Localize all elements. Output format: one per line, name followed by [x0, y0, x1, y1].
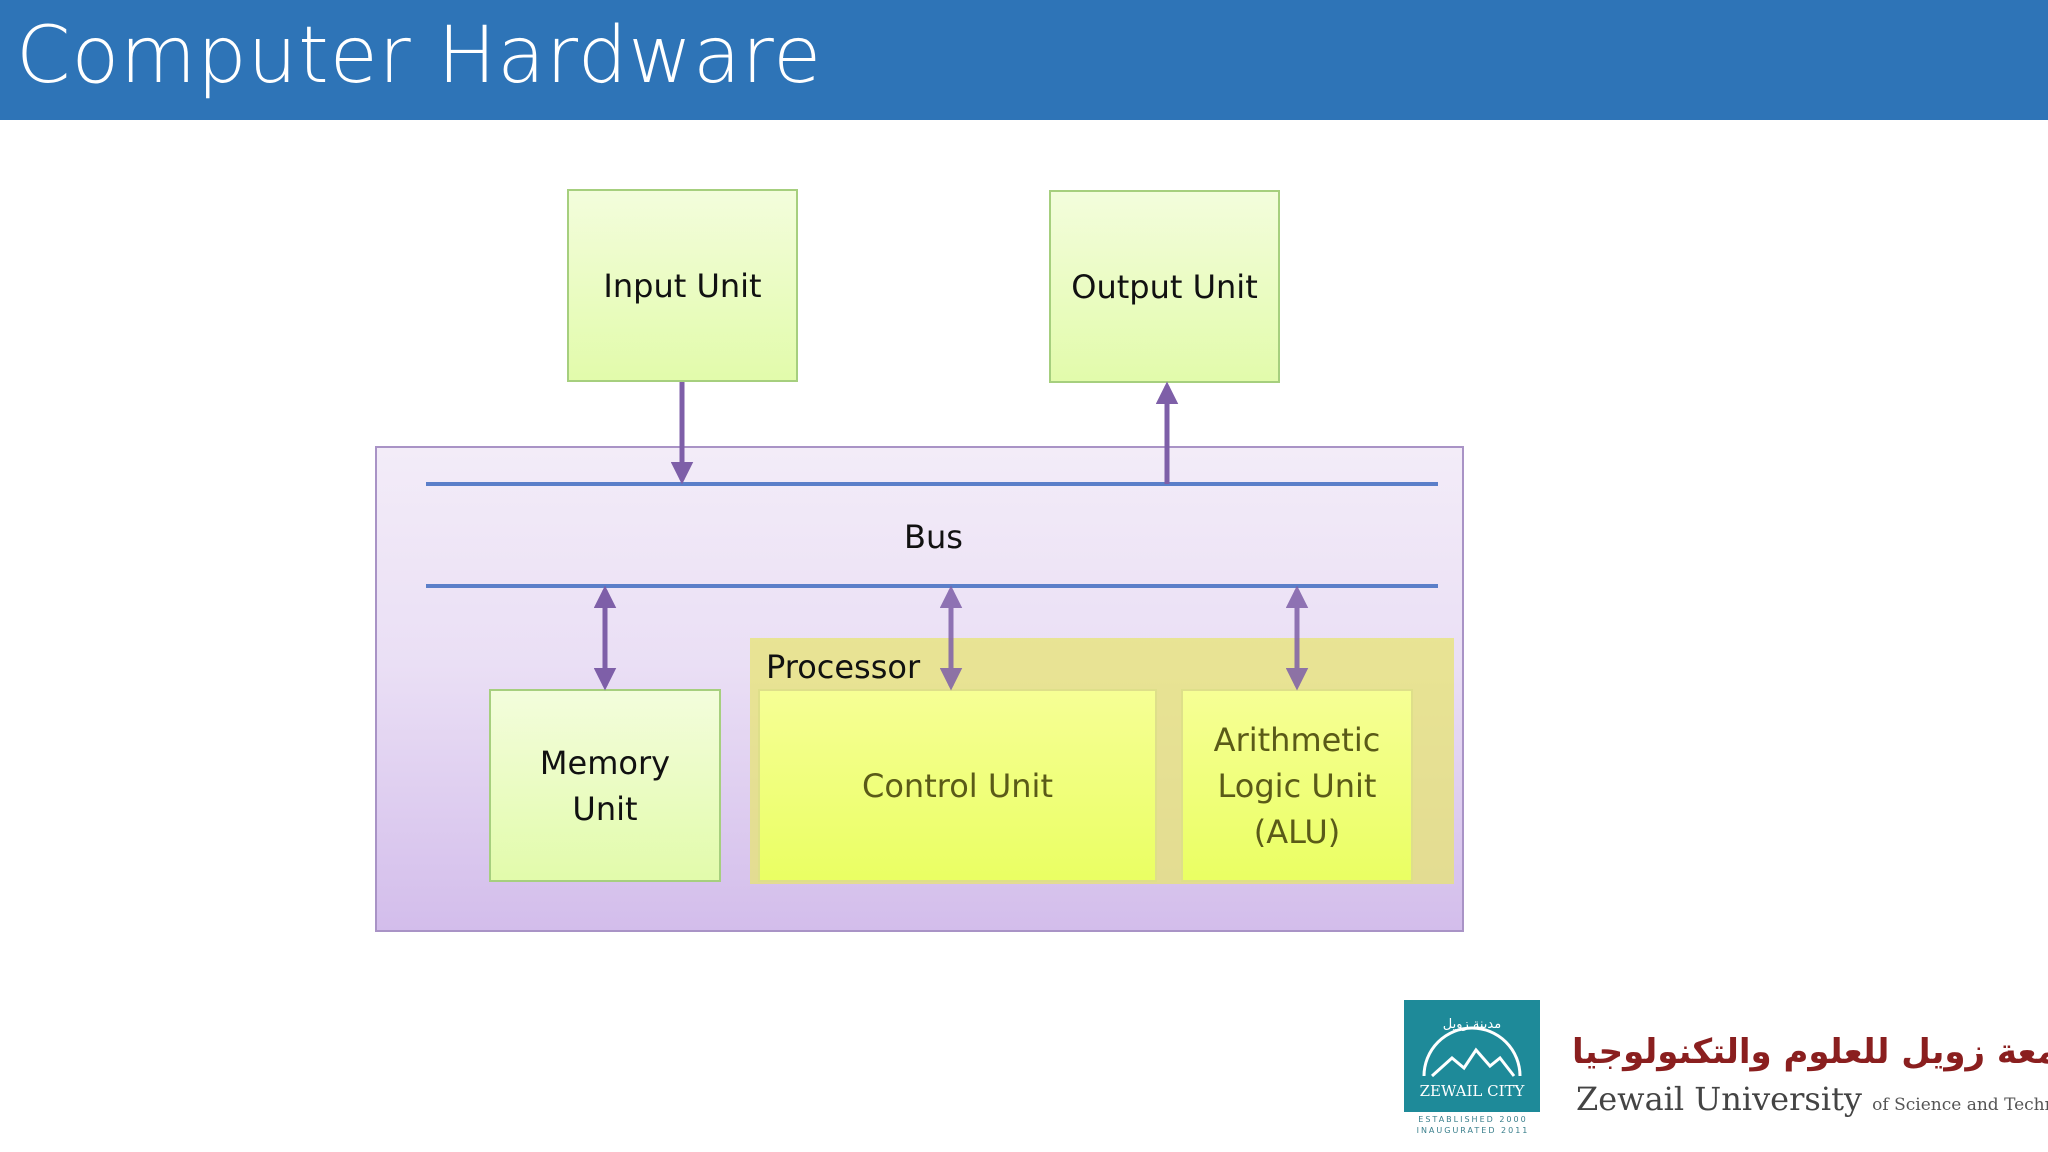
- alu-label-line3: (ALU): [1253, 812, 1341, 851]
- logo-dates: ESTABLISHED 2000 INAUGURATED 2011: [1404, 1114, 1542, 1136]
- university-english-main: Zewail University: [1576, 1080, 1862, 1118]
- memory-unit-box: Memory Unit: [489, 689, 721, 882]
- control-unit-label: Control Unit: [862, 766, 1053, 805]
- output-unit-label: Output Unit: [1071, 267, 1258, 306]
- zewail-city-logo: مدينة زويل ZEWAIL CITY: [1404, 1000, 1540, 1112]
- processor-label: Processor: [766, 648, 921, 686]
- university-name-arabic: جامعة زويل للعلوم والتكنولوجيا: [1572, 1032, 2048, 1072]
- input-unit-box: Input Unit: [567, 189, 798, 382]
- alu-box: Arithmetic Logic Unit (ALU): [1181, 689, 1413, 882]
- logo-arabic-text: مدينة زويل: [1443, 1017, 1501, 1032]
- control-unit-box: Control Unit: [758, 689, 1157, 882]
- slide-title: Computer Hardware: [16, 11, 823, 101]
- memory-unit-label-line1: Memory: [539, 743, 671, 782]
- inaugurated-text: INAUGURATED 2011: [1416, 1126, 1530, 1135]
- memory-unit-label-line2: Unit: [572, 789, 638, 828]
- logo-city-text: ZEWAIL CITY: [1420, 1082, 1526, 1100]
- output-unit-box: Output Unit: [1049, 190, 1280, 383]
- university-english-suffix: of Science and Technology: [1872, 1095, 2048, 1115]
- university-name-english: Zewail University of Science and Technol…: [1576, 1080, 2048, 1118]
- bus-label: Bus: [904, 518, 963, 556]
- alu-label-line2: Logic Unit: [1217, 766, 1377, 805]
- alu-label-line1: Arithmetic: [1213, 720, 1381, 759]
- title-bar: Computer Hardware: [0, 0, 2048, 120]
- established-text: ESTABLISHED 2000: [1418, 1115, 1528, 1124]
- input-unit-label: Input Unit: [603, 266, 762, 305]
